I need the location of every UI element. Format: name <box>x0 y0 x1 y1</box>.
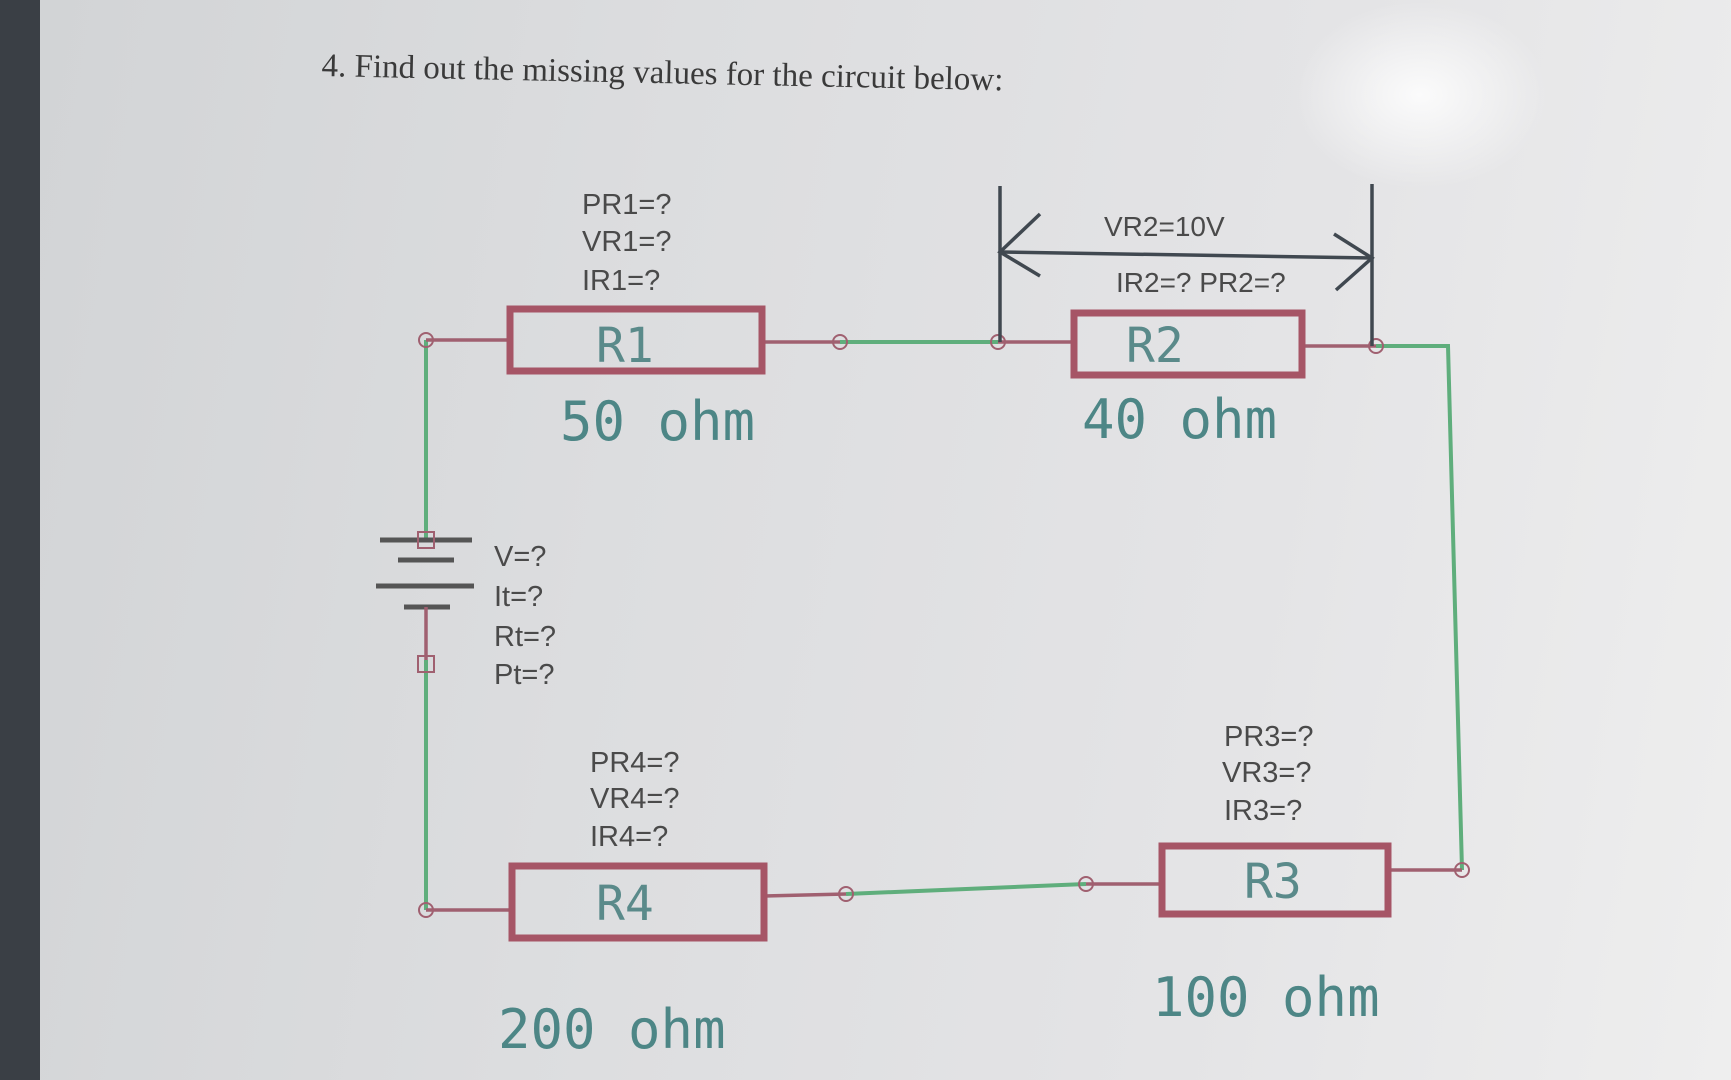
resistor-r4 <box>418 862 854 942</box>
r3-power-label: PR3=? <box>1224 721 1313 753</box>
r4-current-label: IR4=? <box>590 821 668 853</box>
r1-voltage-label: VR1=? <box>582 226 671 258</box>
resistor-r3 <box>1078 842 1470 918</box>
r1-value: 50 ohm <box>560 390 755 453</box>
r1-current-label: IR1=? <box>582 265 660 297</box>
voltage-dimension-r2 <box>997 184 1375 346</box>
r2-voltage-label: VR2=10V <box>1104 211 1225 242</box>
source-resistance-label: Rt=? <box>494 621 556 653</box>
wire-bottom <box>845 882 1087 896</box>
light-glare <box>1290 0 1550 190</box>
wire-right <box>1376 344 1464 871</box>
r4-voltage-label: VR4=? <box>590 783 679 815</box>
r3-value: 100 ohm <box>1152 966 1380 1029</box>
r2-current-power-label: IR2=? PR2=? <box>1116 267 1286 298</box>
r4-reference: R4 <box>596 876 654 932</box>
r2-reference: R2 <box>1126 318 1184 374</box>
source-current-label: It=? <box>494 581 543 613</box>
r4-value: 200 ohm <box>498 998 726 1061</box>
r3-reference: R3 <box>1244 854 1302 910</box>
r4-power-label: PR4=? <box>590 747 679 779</box>
battery-symbol <box>376 531 474 673</box>
source-power-label: Pt=? <box>494 659 554 691</box>
r1-power-label: PR1=? <box>582 189 671 221</box>
r3-voltage-label: VR3=? <box>1222 757 1311 789</box>
r3-current-label: IR3=? <box>1224 795 1302 827</box>
resistor-r1 <box>418 305 848 375</box>
resistor-r2 <box>990 309 1384 379</box>
source-voltage-label: V=? <box>494 541 546 573</box>
r2-value: 40 ohm <box>1082 388 1277 451</box>
r1-reference: R1 <box>596 318 654 374</box>
